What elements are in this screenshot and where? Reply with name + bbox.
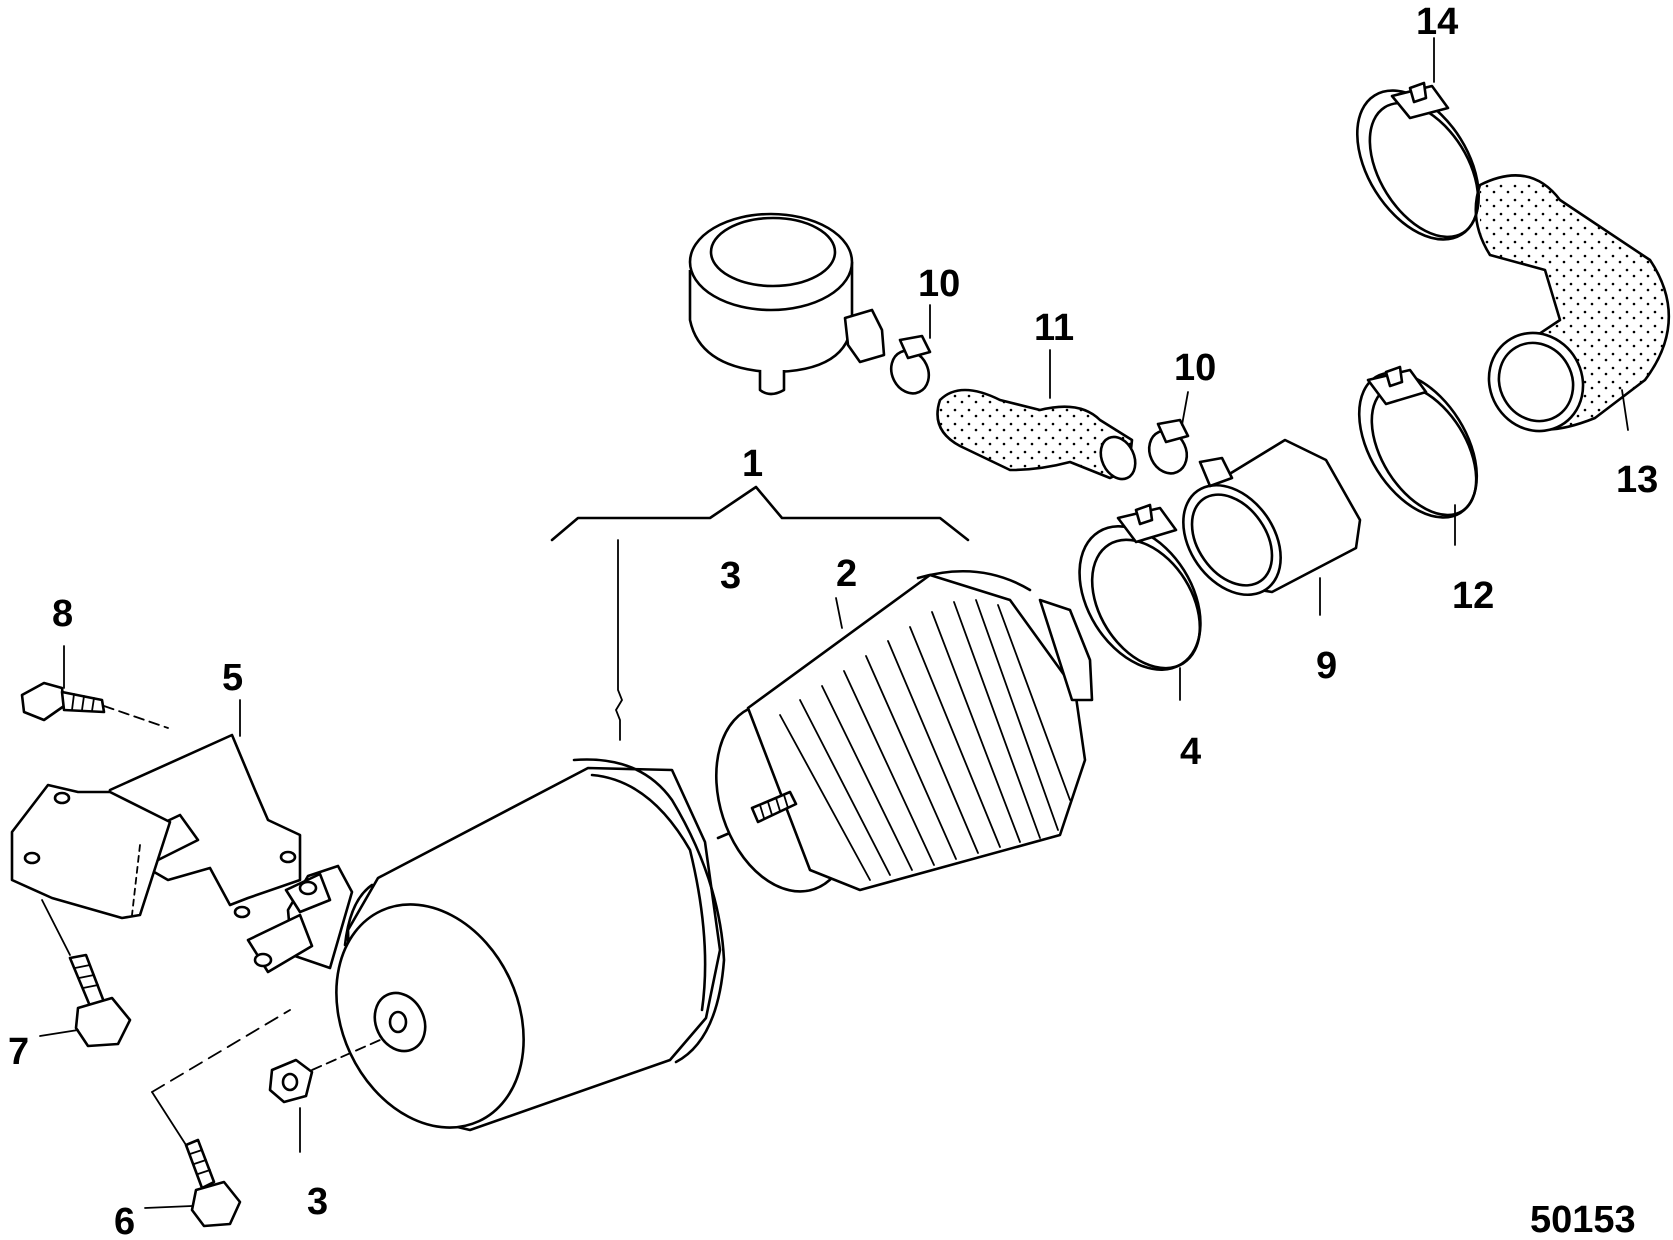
callout-9: 9 (1316, 645, 1337, 687)
breather-cap (688, 212, 886, 396)
callout-4: 4 (1180, 731, 1201, 773)
small-hose-11 (936, 388, 1137, 481)
callout-8: 8 (52, 593, 73, 635)
small-clamp-10-right (1147, 418, 1190, 475)
callout-12: 12 (1452, 575, 1494, 617)
elbow-hose-13 (1474, 174, 1671, 433)
callouts: 1 2 3 3 4 5 6 7 8 9 10 10 11 12 13 14 50… (8, 1, 1658, 1240)
callout-7: 7 (8, 1031, 29, 1073)
small-clamp-10-left (889, 334, 932, 395)
mounting-bracket-lower (10, 783, 172, 920)
callout-10-right: 10 (1174, 347, 1216, 389)
drawing-number: 50153 (1530, 1199, 1636, 1240)
filter-pleats (779, 599, 1071, 881)
callout-1: 1 (742, 443, 763, 485)
air-box-housing (246, 758, 762, 1132)
bolt-8 (20, 681, 169, 729)
callout-6: 6 (114, 1201, 135, 1240)
callout-3-top: 3 (720, 555, 741, 597)
air-filter-element (714, 569, 1094, 893)
callout-14: 14 (1416, 1, 1458, 43)
hose-clamp-14 (1355, 81, 1481, 241)
callout-10-left: 10 (918, 263, 960, 305)
callout-13: 13 (1616, 459, 1658, 501)
leader-lines (39, 37, 1629, 1209)
hose-clamp-12 (1357, 365, 1479, 519)
bolt-7 (41, 899, 132, 1048)
assembly-bracket (550, 485, 970, 741)
coupling-9 (1182, 438, 1362, 597)
hose-clamp-4 (1078, 503, 1202, 671)
callout-3-bottom: 3 (307, 1181, 328, 1223)
callout-5: 5 (222, 657, 243, 699)
nut-3 (268, 1039, 381, 1104)
callout-2: 2 (836, 553, 857, 595)
callout-11: 11 (1034, 307, 1074, 349)
bolt-6 (151, 1009, 291, 1228)
